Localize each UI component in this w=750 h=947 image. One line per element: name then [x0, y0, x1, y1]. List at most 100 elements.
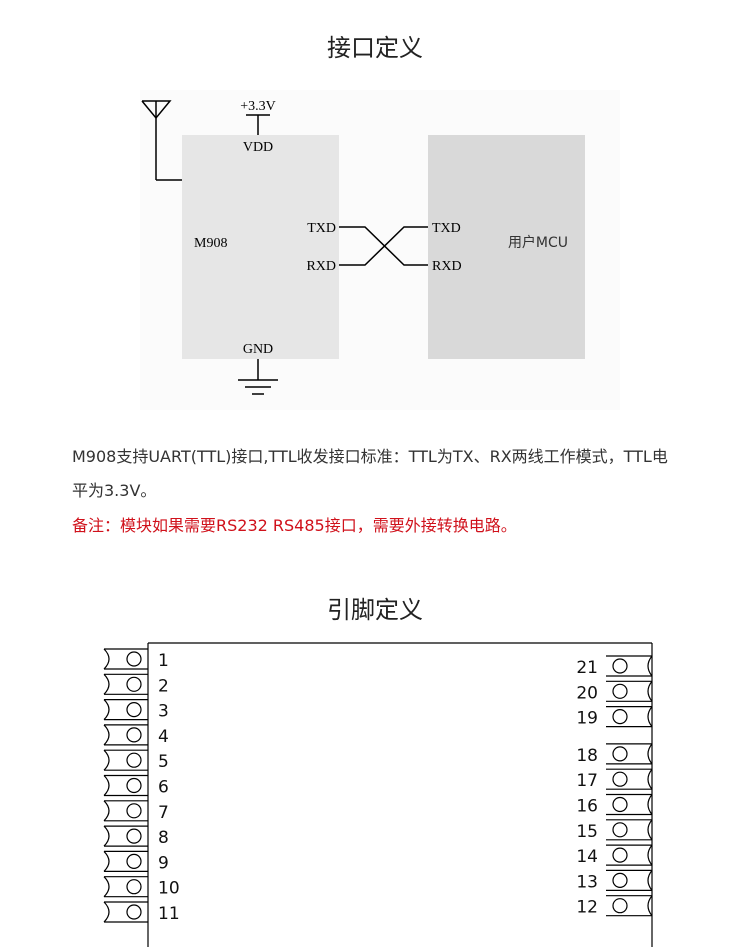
pin-hole-icon: [612, 847, 628, 863]
pin-hole-icon: [612, 683, 628, 699]
pin-hole-icon: [612, 746, 628, 762]
mcu-box: [428, 135, 585, 359]
pin-pad: [606, 706, 653, 728]
gnd-label: GND: [243, 342, 273, 357]
pin-hole-icon: [126, 777, 142, 794]
pin-11: 11: [103, 901, 180, 924]
pin-number-label: 17: [576, 771, 598, 791]
pin-pad: [103, 774, 148, 797]
pin-pad: [103, 800, 148, 822]
pin-10: 10: [103, 876, 180, 899]
pin-hole-icon: [126, 727, 142, 743]
pin-pad: [606, 844, 653, 866]
antenna-icon: [141, 100, 182, 181]
pin-number-label: 19: [576, 709, 598, 729]
pin-3: 3: [103, 699, 169, 722]
pin-hole-icon: [126, 879, 142, 895]
pin-number-label: 1: [158, 651, 169, 671]
pin-hole-icon: [126, 701, 142, 718]
pin-hole-icon: [126, 803, 142, 819]
supply-symbol-icon: [246, 114, 270, 135]
pin-17: 17: [576, 768, 653, 791]
pin-number-label: 12: [576, 898, 598, 918]
pin-pad: [103, 901, 148, 923]
pin-pad: [103, 724, 148, 746]
module-label: M908: [194, 236, 227, 251]
mcu-txd-label: TXD: [432, 221, 461, 236]
pin-2: 2: [103, 673, 169, 696]
pin-hole-icon: [612, 822, 628, 838]
pin-hole-icon: [126, 752, 142, 768]
pin-pad: [103, 749, 148, 771]
pin-pad: [606, 743, 653, 765]
pin-1: 1: [103, 648, 169, 671]
pin-hole-icon: [612, 796, 628, 813]
pin-number-label: 20: [576, 683, 598, 703]
pin-number-label: 18: [576, 746, 598, 766]
mcu-rxd-label: RXD: [432, 259, 462, 274]
pin-pad: [103, 648, 148, 670]
supply-label: +3.3V: [240, 99, 276, 114]
pin-hole-icon: [126, 676, 142, 692]
pin-number-label: 8: [158, 828, 169, 848]
pin-number-label: 5: [158, 752, 169, 772]
pin-7: 7: [103, 800, 169, 823]
pin-pad: [103, 673, 148, 695]
pin-16: 16: [576, 793, 653, 817]
ground-icon: [238, 359, 278, 395]
pin-hole-icon: [612, 898, 628, 914]
pin-pad: [103, 876, 148, 898]
module-box: [182, 135, 339, 359]
interface-note: 备注：模块如果需要RS232 RS485接口，需要外接转换电路。: [72, 516, 517, 535]
interface-title: 接口定义: [327, 34, 423, 62]
module-rxd-label: RXD: [306, 259, 336, 274]
pin-number-label: 4: [158, 727, 169, 747]
pin-hole-icon: [612, 658, 628, 674]
pin-8: 8: [103, 825, 169, 848]
pin-number-label: 11: [158, 904, 180, 924]
pin-number-label: 16: [576, 797, 598, 817]
pin-6: 6: [103, 774, 169, 798]
pin-15: 15: [576, 819, 653, 842]
pin-19: 19: [576, 706, 653, 729]
pin-pad: [103, 699, 148, 721]
pin-12: 12: [576, 895, 653, 918]
pin-number-label: 7: [158, 803, 169, 823]
pin-number-label: 2: [158, 676, 169, 696]
pin-5: 5: [103, 749, 169, 772]
pin-pad: [606, 768, 653, 790]
pin-21: 21: [576, 655, 653, 678]
pin-pad: [103, 825, 148, 847]
pin-pad: [606, 869, 653, 891]
pin-9: 9: [103, 850, 169, 873]
pin-13: 13: [576, 869, 653, 892]
pin-pad: [606, 680, 653, 702]
pin-hole-icon: [612, 872, 628, 888]
pin-18: 18: [576, 743, 653, 766]
pin-hole-icon: [126, 853, 142, 869]
pin-hole-icon: [126, 828, 142, 844]
pin-4: 4: [103, 724, 169, 747]
crossed-wires: [339, 226, 428, 266]
pin-hole-icon: [126, 904, 142, 920]
mcu-label: 用户MCU: [508, 234, 568, 251]
interface-description: M908支持UART(TTL)接口,TTL收发接口标准：TTL为TX、RX两线工…: [72, 447, 668, 500]
pin-pad: [606, 793, 653, 816]
pin-pad: [606, 819, 653, 841]
pin-number-label: 10: [158, 879, 180, 899]
pin-number-label: 15: [576, 822, 598, 842]
pin-20: 20: [576, 680, 653, 703]
pin-pad: [606, 895, 653, 917]
vdd-label: VDD: [243, 140, 273, 155]
pin-number-label: 21: [576, 658, 598, 678]
pin-number-label: 3: [158, 702, 169, 722]
pin-number-label: 6: [158, 778, 169, 798]
left-pin-column: 1 2 3 4 5 6 7 89 10 11: [103, 648, 180, 924]
interface-diagram: +3.3V VDD M908 TXD RXD TXD RXD 用户MCU GND: [140, 90, 620, 410]
pin-14: 14: [576, 844, 653, 867]
pin-hole-icon: [612, 708, 628, 725]
pin-pad: [103, 850, 148, 872]
pins-title: 引脚定义: [327, 596, 423, 624]
